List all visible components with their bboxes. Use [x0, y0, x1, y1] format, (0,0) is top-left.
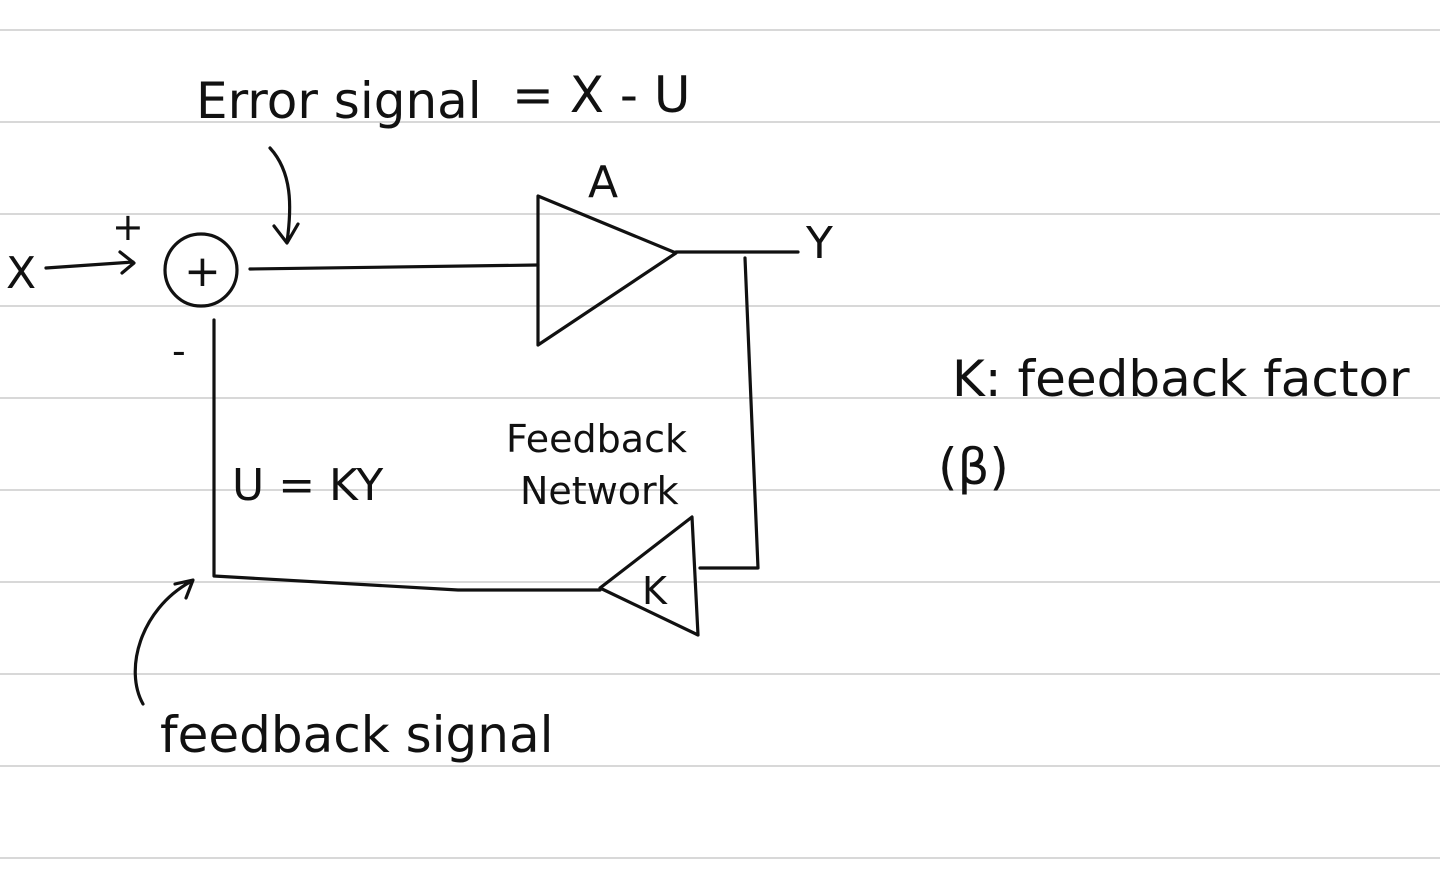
minus-sign-label: -: [172, 329, 186, 373]
input-arrow: [44, 250, 136, 275]
input-label: X: [6, 248, 36, 299]
feedback-network-label-line1: Feedback: [506, 417, 687, 461]
feedback-network-label-line2: Network: [520, 469, 679, 513]
feedback-signal-label: feedback signal: [160, 706, 553, 764]
feedback-signal-pointer-arrow: [133, 578, 195, 706]
feedback-takeoff-line: [698, 256, 760, 570]
amplifier-triangle: [536, 194, 678, 347]
feedback-network-triangle: [598, 515, 700, 637]
forward-path-line: [248, 263, 540, 271]
output-label: Y: [805, 218, 833, 269]
feedback-gain-label: K: [642, 569, 668, 613]
feedback-equation: U = KY: [232, 460, 383, 511]
ruled-lines: [0, 29, 1440, 859]
error-signal-label: Error signal: [196, 72, 482, 130]
feedback-factor-definition: K: feedback factor: [952, 350, 1410, 408]
error-signal-equation: = X - U: [512, 66, 690, 124]
summing-junction-symbol: +: [184, 246, 221, 297]
summing-junction: [163, 232, 239, 308]
plus-sign-label: +: [112, 205, 144, 249]
amplifier-label: A: [588, 157, 618, 208]
error-signal-pointer-arrow: [268, 146, 300, 245]
feedback-return-line: [212, 318, 602, 592]
feedback-factor-symbol: (β): [938, 438, 1009, 496]
